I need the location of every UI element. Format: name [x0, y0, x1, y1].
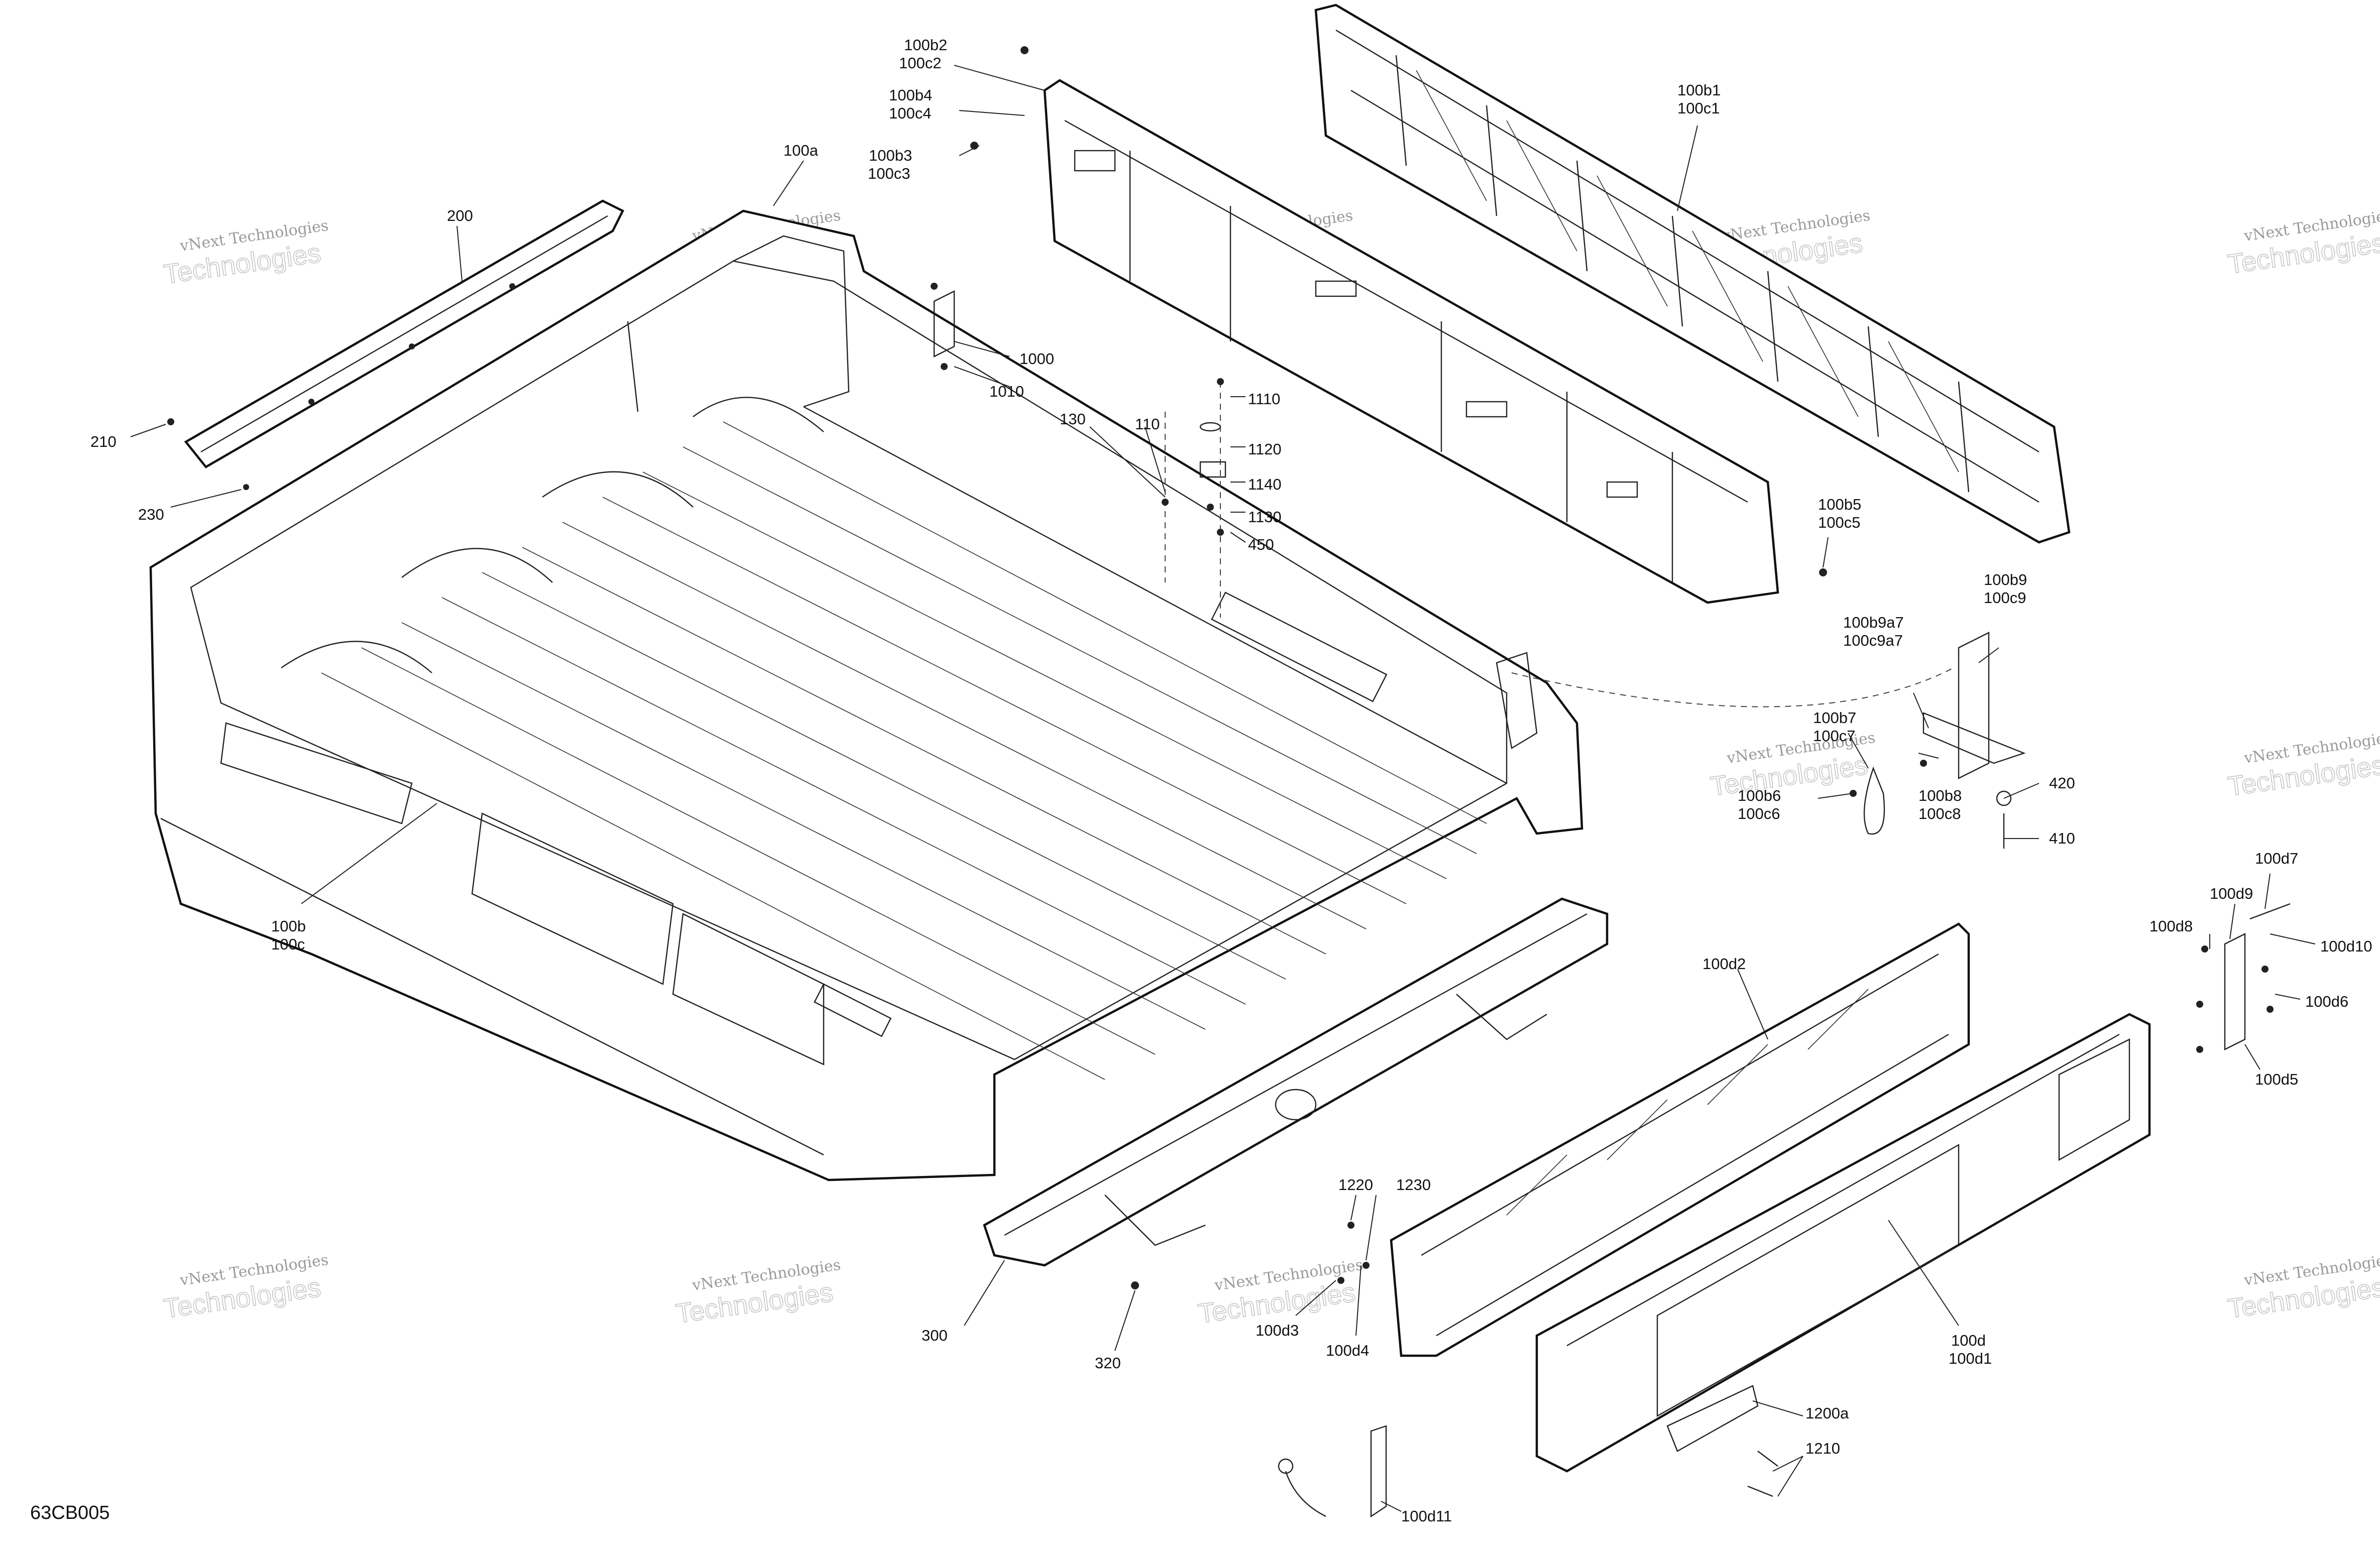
callout-1200a: 1200a	[1805, 1404, 1849, 1422]
callout-1210: 1210	[1805, 1440, 1840, 1457]
callout-100d7: 100d7	[2255, 850, 2298, 867]
callout-100d10: 100d10	[2320, 937, 2372, 955]
callout-210: 210	[90, 433, 117, 450]
tailgate-inner	[1390, 922, 1970, 1357]
watermark: vNext Technologies Technologies	[2225, 1251, 2380, 1325]
callout-1220: 1220	[1338, 1176, 1373, 1194]
callout-100d5: 100d5	[2255, 1071, 2298, 1088]
diagram-code: 63CB005	[30, 1502, 109, 1523]
callout-1010: 1010	[989, 383, 1024, 400]
callout-100d6: 100d6	[2305, 993, 2348, 1010]
callout-100a: 100a	[783, 142, 819, 159]
callout-1130: 1130	[1248, 508, 1282, 526]
callout-1140: 1140	[1248, 476, 1282, 493]
callout-200: 200	[447, 207, 473, 224]
callout-110: 110	[1135, 415, 1160, 433]
cargo-box-tub	[149, 209, 1583, 1181]
callout-320: 320	[1095, 1354, 1121, 1372]
callout-100d8: 100d8	[2149, 917, 2193, 935]
hardware-parts	[167, 46, 2291, 1518]
side-rail	[184, 199, 625, 468]
tailgate-beam	[983, 897, 1609, 1267]
callout-100d4: 100d4	[1326, 1342, 1369, 1359]
callout-100d9: 100d9	[2210, 885, 2253, 902]
callout-130: 130	[1060, 410, 1086, 428]
callout-420: 420	[2049, 774, 2075, 792]
callout-1110: 1110	[1248, 390, 1280, 408]
watermark: vNext Technologies Technologies	[161, 1251, 329, 1325]
callout-100d11: 100d11	[1401, 1507, 1452, 1525]
callout-100d3: 100d3	[1256, 1322, 1299, 1339]
watermark: vNext Technologies Technologies	[161, 217, 329, 290]
callout-450: 450	[1248, 536, 1274, 553]
watermark: vNext Technologies Technologies	[1196, 1256, 1364, 1330]
front-panel	[1043, 79, 1779, 604]
callout-1120: 1120	[1248, 440, 1282, 458]
watermark: vNext Technologies Technologies	[2225, 207, 2380, 280]
leader-lines	[130, 65, 2316, 1512]
rear-frame	[1314, 4, 2071, 544]
callout-300: 300	[922, 1327, 948, 1344]
tailgate-outer	[1535, 1013, 2151, 1473]
callout-100d2: 100d2	[1703, 955, 1746, 973]
callout-1000: 1000	[1019, 350, 1054, 368]
callout-230: 230	[138, 506, 164, 523]
watermark: vNext Technologies Technologies	[2225, 729, 2380, 802]
callout-1230: 1230	[1396, 1176, 1431, 1194]
callout-410: 410	[2049, 829, 2075, 847]
watermark: vNext Technologies Technologies	[673, 1256, 842, 1330]
